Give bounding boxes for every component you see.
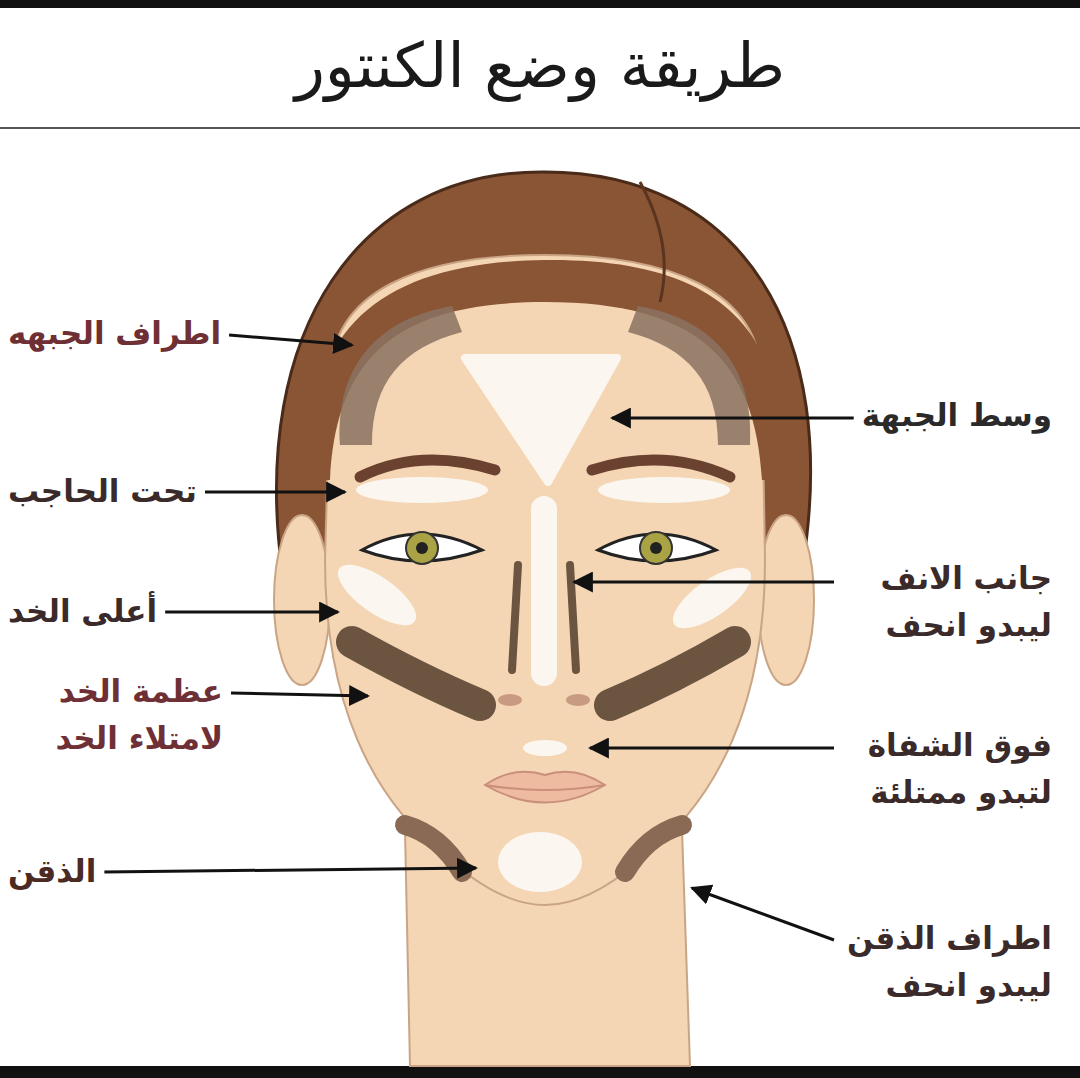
callout-label: اطراف الذقن ليبدو انحف [842,915,1052,1008]
leader-line [229,335,352,345]
leader-line [231,693,368,696]
top-bar [0,0,1080,8]
callout-label: جانب الانف ليبدو انحف [842,555,1052,648]
leader-line [205,491,345,494]
callout-label: أعلى الخد [8,588,157,635]
leader-line [574,581,834,584]
leader-line [590,747,834,750]
callout-label: اطراف الجبهه [8,310,221,357]
callout-label: وسط الجبهة [862,392,1052,439]
callout-label: الذقن [8,848,96,895]
callout-label: تحت الحاجب [8,468,197,515]
callout-label: فوق الشفاة لتبدو ممتلئة [842,722,1052,815]
bottom-bar [0,1066,1080,1078]
leader-line [104,868,476,872]
leader-line [612,417,854,420]
leader-line [692,888,834,940]
callout-label: عظمة الخد لامتلاء الخد [8,668,223,761]
title-rule [0,127,1080,129]
diagram-title: طريقة وضع الكنتور [0,26,1080,107]
leader-line [165,611,338,614]
